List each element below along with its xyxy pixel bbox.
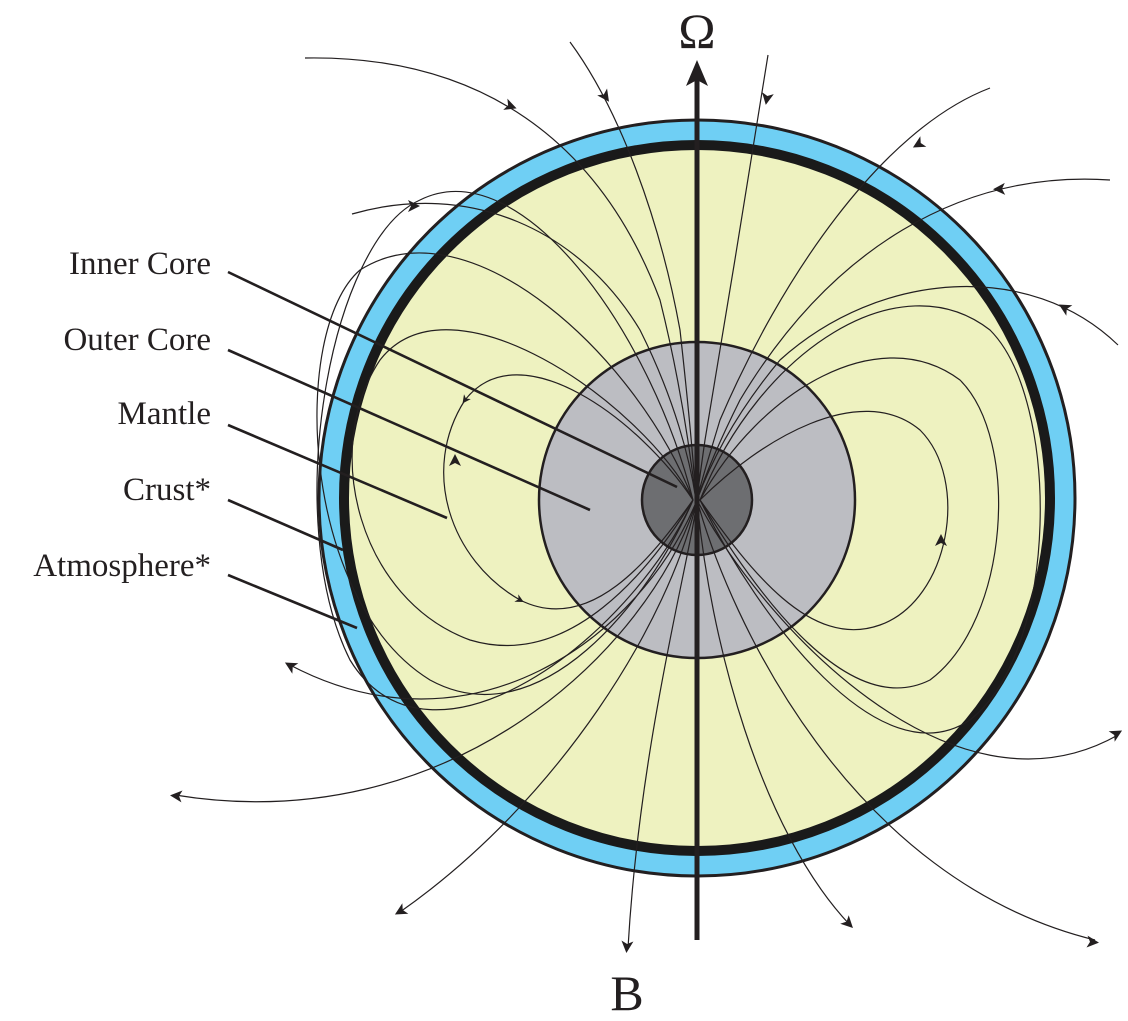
label-atmosphere: Atmosphere*: [33, 548, 211, 584]
field-line-bottom-right-3: [696, 499, 1119, 760]
field-line-top-right-3: [696, 178, 1111, 501]
field-line-left-loop-2: [351, 329, 694, 647]
field-line-top-left-3: [351, 202, 697, 501]
field-line-right-loop-2: [699, 357, 1000, 689]
label-mantle: Mantle: [118, 396, 211, 432]
magnetic-field-lines: [174, 41, 1119, 949]
field-line-bottom-right-1: [696, 499, 851, 926]
field-line-bottom-left-2: [399, 499, 698, 913]
field-line-top-left-2: [569, 41, 697, 501]
field-line-left-loop-inner: [443, 374, 694, 610]
rotation-axis-arrowhead: [686, 60, 708, 86]
field-arrowheads: [170, 88, 1123, 953]
leader-crust: [227, 498, 344, 552]
field-line-right-loop-3: [699, 305, 1041, 734]
field-line-left-loop-4: [316, 191, 694, 711]
field-line-bottom-left-1: [627, 499, 698, 949]
label-crust: Crust*: [123, 472, 211, 508]
leader-outer-core: [227, 348, 591, 512]
label-inner-core: Inner Core: [69, 246, 211, 282]
field-line-top-right-4: [696, 285, 1119, 501]
field-line-top-left-outer: [304, 57, 697, 501]
label-outer-core: Outer Core: [63, 322, 211, 358]
field-line-bottom-left-4: [289, 499, 698, 700]
symbol-b: B: [610, 965, 643, 1021]
leader-inner-core: [227, 270, 678, 489]
symbol-omega: Ω: [678, 3, 715, 59]
field-line-bottom-left-3: [174, 499, 698, 803]
leader-atmosphere: [227, 573, 358, 630]
field-line-top-right-1: [696, 54, 769, 501]
field-line-top-right-2: [696, 87, 991, 501]
field-line-right-loop-inner: [699, 410, 949, 631]
field-line-bottom-right-2: [696, 499, 1096, 941]
leader-mantle: [227, 423, 448, 520]
